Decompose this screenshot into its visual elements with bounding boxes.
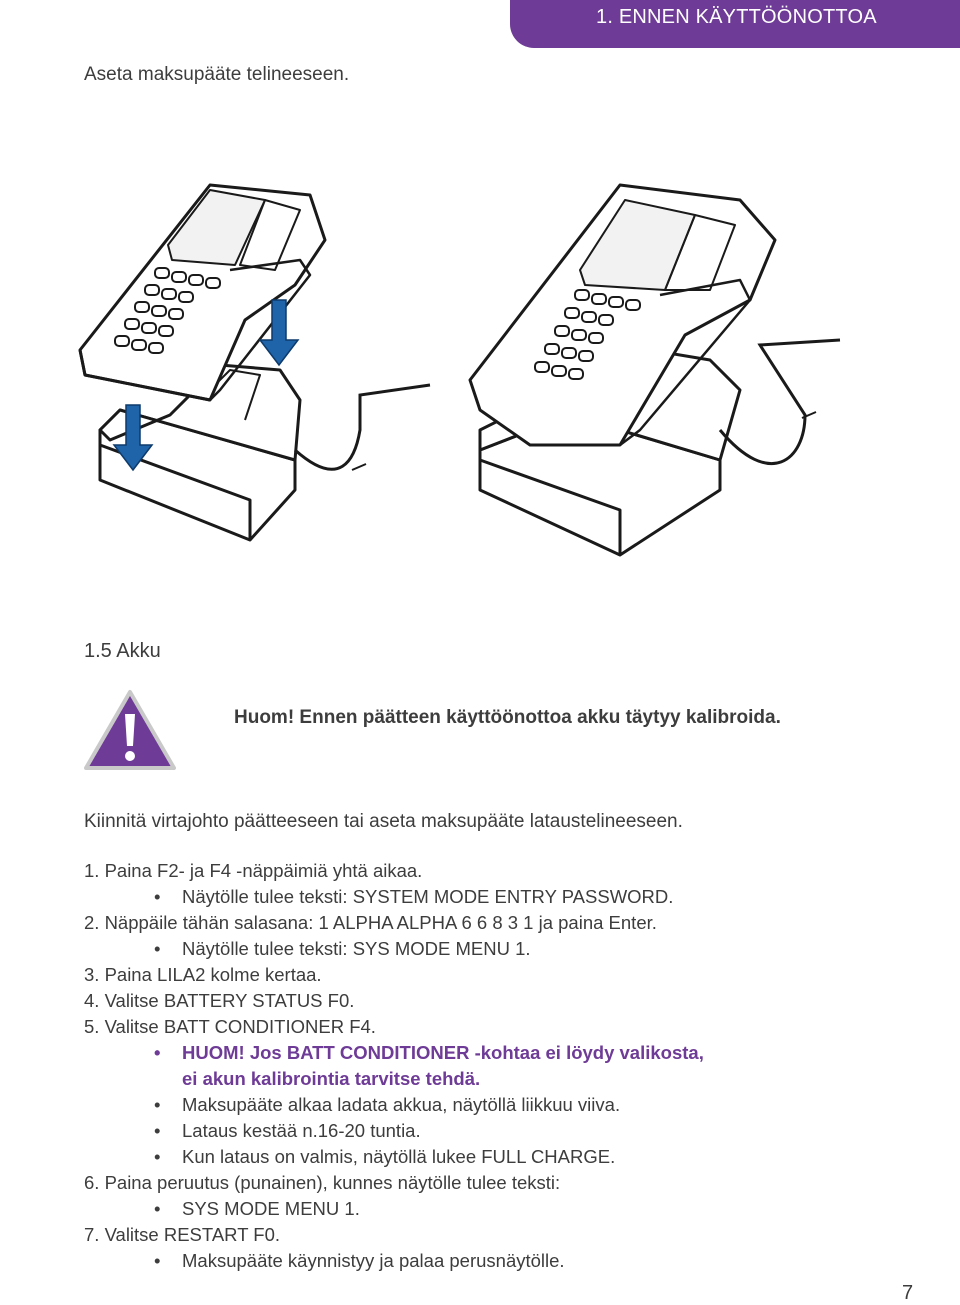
note-item: •HUOM! Jos BATT CONDITIONER -kohtaa ei l… bbox=[84, 1040, 904, 1066]
bullet-dot: • bbox=[154, 1146, 161, 1167]
bullet-item: •Näytölle tulee teksti: SYS MODE MENU 1. bbox=[84, 936, 904, 962]
step-6: 6. Paina peruutus (punainen), kunnes näy… bbox=[84, 1172, 561, 1193]
bullet-dot: • bbox=[154, 1198, 161, 1219]
bullet-dot: • bbox=[154, 1042, 161, 1063]
bullet-dot: • bbox=[154, 1250, 161, 1271]
section-title: 1.5 Akku bbox=[84, 640, 161, 662]
step-3: 3. Paina LILA2 kolme kertaa. bbox=[84, 964, 322, 985]
bullet-item: •SYS MODE MENU 1. bbox=[84, 1196, 904, 1222]
step-7: 7. Valitse RESTART F0. bbox=[84, 1224, 281, 1245]
step-list: 1. Paina F2- ja F4 -näppäimiä yhtä aikaa… bbox=[84, 858, 904, 1274]
bullet-item: •Maksupääte käynnistyy ja palaa perusnäy… bbox=[84, 1248, 904, 1274]
bullet-dot: • bbox=[154, 1094, 161, 1115]
warning-text: Huom! Ennen päätteen käyttöönottoa akku … bbox=[234, 707, 781, 728]
page-number: 7 bbox=[902, 1282, 914, 1304]
step-5: 5. Valitse BATT CONDITIONER F4. bbox=[84, 1016, 376, 1037]
warning-triangle-icon bbox=[84, 690, 176, 770]
chapter-header-tab bbox=[510, 0, 960, 48]
intro-text: Aseta maksupääte telineeseen. bbox=[84, 64, 350, 85]
bullet-item: •Kun lataus on valmis, näytöllä lukee FU… bbox=[84, 1144, 904, 1170]
note-continuation: ei akun kalibrointia tarvitse tehdä. bbox=[182, 1068, 481, 1089]
down-arrow-right bbox=[258, 299, 300, 367]
chapter-title: 1. ENNEN KÄYTTÖÖNOTTOA bbox=[596, 6, 877, 28]
down-arrow-left bbox=[112, 404, 154, 472]
bullet-dot: • bbox=[154, 886, 161, 907]
bullet-item: •Maksupääte alkaa ladata akkua, näytöllä… bbox=[84, 1092, 904, 1118]
terminal-docking-illustration bbox=[78, 183, 841, 557]
bullet-item: •Näytölle tulee teksti: SYSTEM MODE ENTR… bbox=[84, 884, 904, 910]
step-1: 1. Paina F2- ja F4 -näppäimiä yhtä aikaa… bbox=[84, 860, 423, 881]
connect-instruction: Kiinnitä virtajohto päätteeseen tai aset… bbox=[84, 811, 683, 832]
step-4: 4. Valitse BATTERY STATUS F0. bbox=[84, 990, 355, 1011]
bullet-dot: • bbox=[154, 1120, 161, 1141]
bullet-dot: • bbox=[154, 938, 161, 959]
left-cable bbox=[294, 383, 431, 471]
right-cable bbox=[718, 338, 841, 465]
step-2: 2. Näppäile tähän salasana: 1 ALPHA ALPH… bbox=[84, 912, 657, 933]
bullet-item: •Lataus kestää n.16-20 tuntia. bbox=[84, 1118, 904, 1144]
right-terminal-body bbox=[468, 183, 777, 447]
